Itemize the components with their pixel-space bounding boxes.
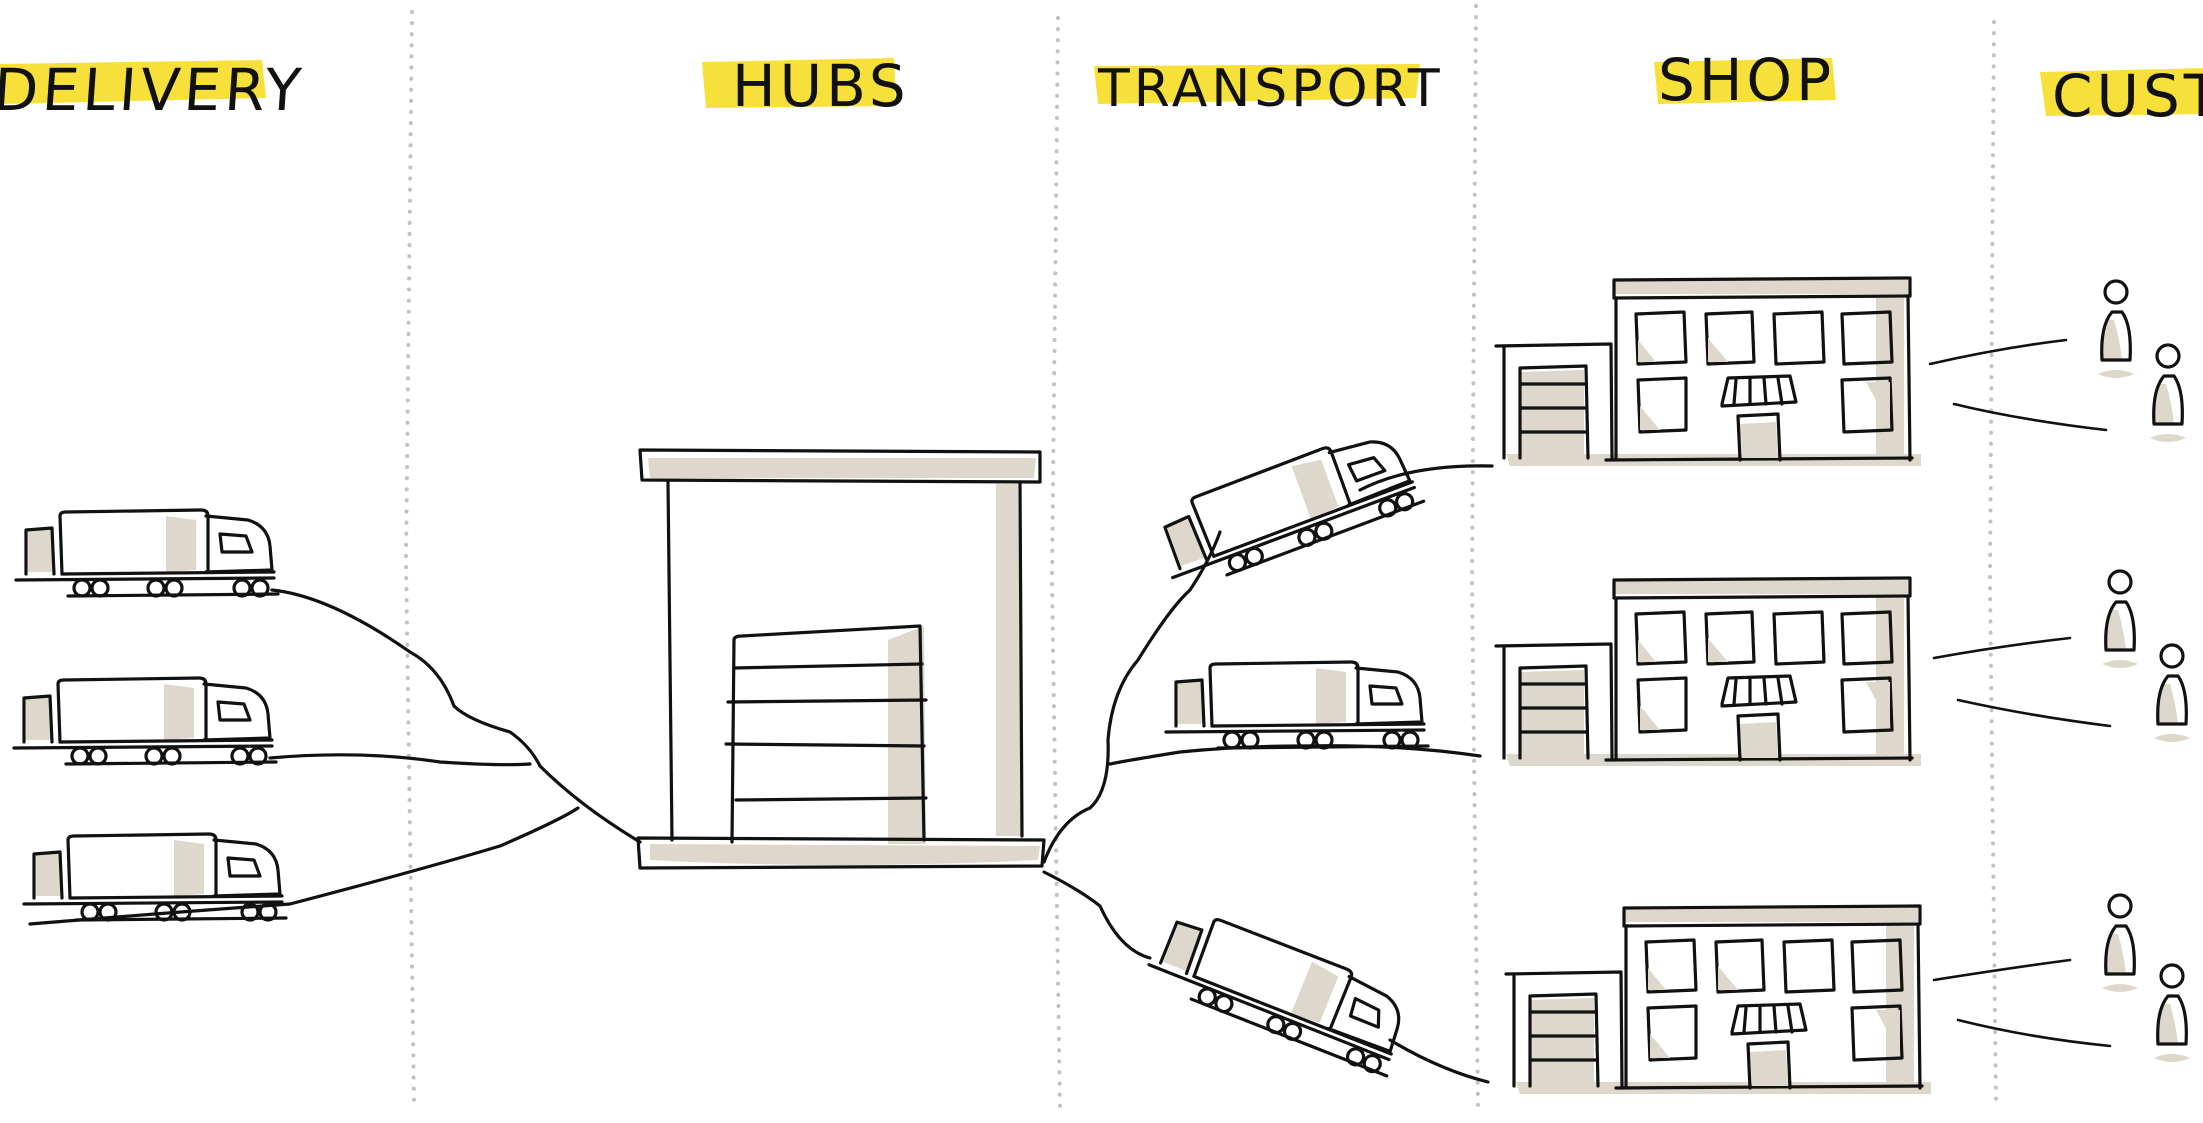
route-truck2-hub <box>268 753 532 767</box>
hub-warehouse <box>636 448 1046 870</box>
divider-3 <box>1469 4 1480 1112</box>
highlight-customers <box>2040 68 2203 116</box>
route-truck1-hub <box>270 588 642 844</box>
route-hub-transport-1 <box>1042 530 1222 864</box>
customers <box>2096 279 2192 1064</box>
column-header-transport: TRANSPORT <box>1094 59 1444 119</box>
route-to-shop-3 <box>1388 1038 1490 1084</box>
customer-2b <box>2152 643 2192 744</box>
header-shop-text: SHOP <box>1658 46 1835 114</box>
hub-base <box>636 836 1046 870</box>
delivery-truck-1 <box>14 508 280 598</box>
link-shop2-customer-b <box>1956 698 2112 728</box>
link-shop1-customer-b <box>1952 402 2108 432</box>
route-hub-transport-3 <box>1042 870 1152 960</box>
customer-2a <box>2100 569 2140 670</box>
hub-door <box>730 624 926 844</box>
shop-1 <box>1494 276 1923 468</box>
highlight-delivery <box>0 60 266 104</box>
shops <box>1494 276 1933 1096</box>
link-shop1-customer-a <box>1928 338 2068 366</box>
column-dividers <box>403 4 1998 1112</box>
transport-truck-2 <box>1164 660 1430 750</box>
shop-2 <box>1494 576 1923 768</box>
column-header-customers: CUSTO <box>2040 62 2203 130</box>
highlight-hubs <box>702 58 896 108</box>
column-headers: DELIVERY HUBS TRANSPORT SHOP CUSTO <box>0 46 2203 130</box>
delivery-truck-2 <box>12 676 278 766</box>
customer-1a <box>2096 279 2136 380</box>
link-shop3-customer-a <box>1932 958 2072 982</box>
shop-3 <box>1504 904 1933 1096</box>
divider-2 <box>1049 16 1062 1112</box>
routes-shop-to-customers <box>1928 338 2112 1048</box>
header-customers-text: CUSTO <box>2052 62 2203 130</box>
customer-3b <box>2152 963 2192 1064</box>
delivery-trucks <box>12 508 288 922</box>
highlight-transport <box>1094 64 1420 104</box>
hub-roof <box>638 448 1042 484</box>
divider-4 <box>1987 20 1998 1107</box>
routes-delivery-to-hub <box>28 588 642 926</box>
transport-truck-1 <box>1147 420 1426 595</box>
link-shop2-customer-a <box>1932 636 2072 660</box>
customer-3a <box>2100 893 2140 994</box>
route-to-shop-1 <box>1358 464 1494 492</box>
route-truck3-hub <box>28 806 580 926</box>
column-header-shop: SHOP <box>1654 46 1836 114</box>
highlight-shop <box>1654 58 1836 104</box>
header-transport-text: TRANSPORT <box>1097 59 1444 119</box>
column-header-delivery: DELIVERY <box>0 56 307 124</box>
transport-truck-3 <box>1141 898 1420 1080</box>
link-shop3-customer-b <box>1956 1018 2112 1048</box>
header-hubs-text: HUBS <box>732 52 910 120</box>
customer-1b <box>2148 343 2188 444</box>
column-header-hubs: HUBS <box>702 52 910 120</box>
divider-1 <box>403 10 416 1102</box>
header-delivery-text: DELIVERY <box>0 56 307 124</box>
